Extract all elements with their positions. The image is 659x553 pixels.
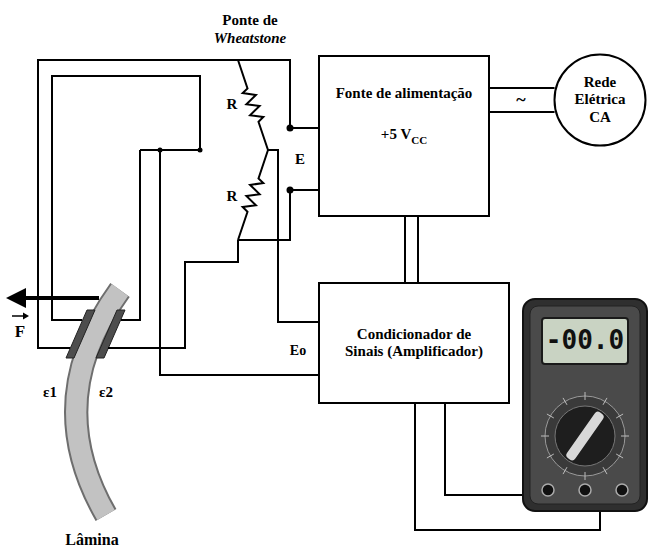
dial-tick bbox=[603, 467, 607, 474]
node-text: -00.0 bbox=[546, 326, 624, 356]
label-anchor: ε1 bbox=[42, 383, 58, 401]
label-anchor: R bbox=[226, 95, 239, 113]
strain-gauge bbox=[66, 310, 95, 358]
multimeter-panel bbox=[530, 306, 640, 504]
force-label: F bbox=[14, 322, 26, 341]
mains-outline bbox=[555, 55, 646, 146]
node-text: Fonte de alimentação bbox=[336, 85, 473, 102]
resistor-symbol bbox=[238, 150, 268, 240]
wire-connector bbox=[445, 404, 522, 495]
label-anchor: Wheatstone bbox=[213, 29, 288, 47]
junction-dot bbox=[198, 148, 203, 153]
text-group: -00.0 bbox=[542, 318, 628, 364]
part-name: Lâmina bbox=[64, 531, 119, 548]
text-row: Condicionador de Sinais (Amplificador) bbox=[344, 326, 484, 361]
resistor-label: R bbox=[226, 96, 239, 112]
multimeter-body bbox=[523, 299, 647, 511]
text-row: +5 VCC bbox=[381, 126, 427, 143]
junction-dot bbox=[158, 148, 163, 153]
wire bbox=[108, 240, 238, 348]
wire-connector bbox=[490, 111, 555, 113]
probe-socket bbox=[616, 484, 628, 496]
multimeter: -00.0 bbox=[522, 298, 648, 512]
resistor-label: R bbox=[226, 188, 239, 204]
node-text: Rede Elétrica CA bbox=[568, 74, 632, 126]
text-row: Rede Elétrica CA bbox=[568, 74, 632, 126]
dial-tick bbox=[547, 414, 554, 418]
dial-tick bbox=[621, 436, 629, 437]
node-text: Condicionador de Sinais (Amplificador) bbox=[344, 326, 484, 361]
subscript-text: CC bbox=[411, 134, 427, 147]
dial-tick bbox=[563, 467, 567, 474]
dial-knob bbox=[555, 406, 615, 466]
dial-tick bbox=[616, 454, 623, 458]
signal-name: E bbox=[294, 151, 306, 167]
terminal-dot bbox=[287, 125, 294, 132]
dial-tick bbox=[585, 392, 586, 400]
label-anchor: Ponte de bbox=[221, 11, 278, 29]
dial-tick bbox=[541, 436, 549, 437]
probe-socket bbox=[579, 484, 591, 496]
text-row: -00.0 bbox=[546, 326, 624, 356]
label-anchor: ~ bbox=[515, 90, 526, 111]
dial-ring bbox=[545, 396, 625, 476]
wire-connector bbox=[417, 217, 419, 282]
bridge-title: Wheatstone bbox=[213, 30, 288, 46]
terminal-dot bbox=[287, 187, 294, 194]
dial-tick bbox=[616, 414, 623, 418]
signal-conditioner-box: Condicionador de Sinais (Amplificador) bbox=[318, 282, 510, 404]
power-supply-box: Fonte de alimentação +5 VCC bbox=[318, 55, 490, 217]
force-arrowhead bbox=[6, 288, 26, 308]
text-group: Rede Elétrica CA bbox=[568, 74, 632, 126]
text-row: Fonte de alimentação bbox=[336, 85, 473, 102]
lcd-display bbox=[542, 318, 628, 364]
gauge-label: ε2 bbox=[98, 384, 114, 400]
force-arrow bbox=[24, 296, 99, 300]
gauge-label: ε1 bbox=[42, 384, 58, 400]
bridge-title: Ponte de bbox=[221, 12, 278, 28]
probe-socket bbox=[542, 484, 554, 496]
label-anchor: ε2 bbox=[98, 383, 114, 401]
node-text: +5 V bbox=[381, 126, 411, 143]
ac-symbol: ~ bbox=[515, 90, 526, 110]
dial-tick bbox=[547, 454, 554, 458]
resistor-symbol bbox=[238, 60, 268, 150]
dial-tick bbox=[585, 472, 586, 480]
wire-connector bbox=[404, 217, 406, 282]
label-anchor: R bbox=[226, 187, 239, 205]
wire bbox=[121, 150, 140, 320]
wire bbox=[268, 150, 318, 322]
dial-pointer bbox=[565, 410, 605, 462]
signal-name: Eo bbox=[289, 343, 307, 358]
strain-gauge bbox=[96, 310, 125, 358]
label-anchor: F bbox=[14, 322, 26, 342]
dial-tick bbox=[563, 398, 567, 405]
label-anchor: E bbox=[294, 150, 306, 168]
wire bbox=[38, 60, 318, 348]
wire bbox=[52, 76, 200, 320]
vector-bar-head bbox=[23, 313, 29, 320]
mains-circle: Rede Elétrica CA bbox=[553, 53, 647, 147]
dial-tick bbox=[603, 398, 607, 405]
label-anchor: Eo bbox=[289, 341, 307, 359]
text-group: Fonte de alimentação +5 VCC bbox=[336, 85, 473, 144]
wire bbox=[140, 149, 200, 151]
label-anchor: Lâmina bbox=[64, 531, 119, 549]
text-group: Condicionador de Sinais (Amplificador) bbox=[344, 326, 484, 361]
